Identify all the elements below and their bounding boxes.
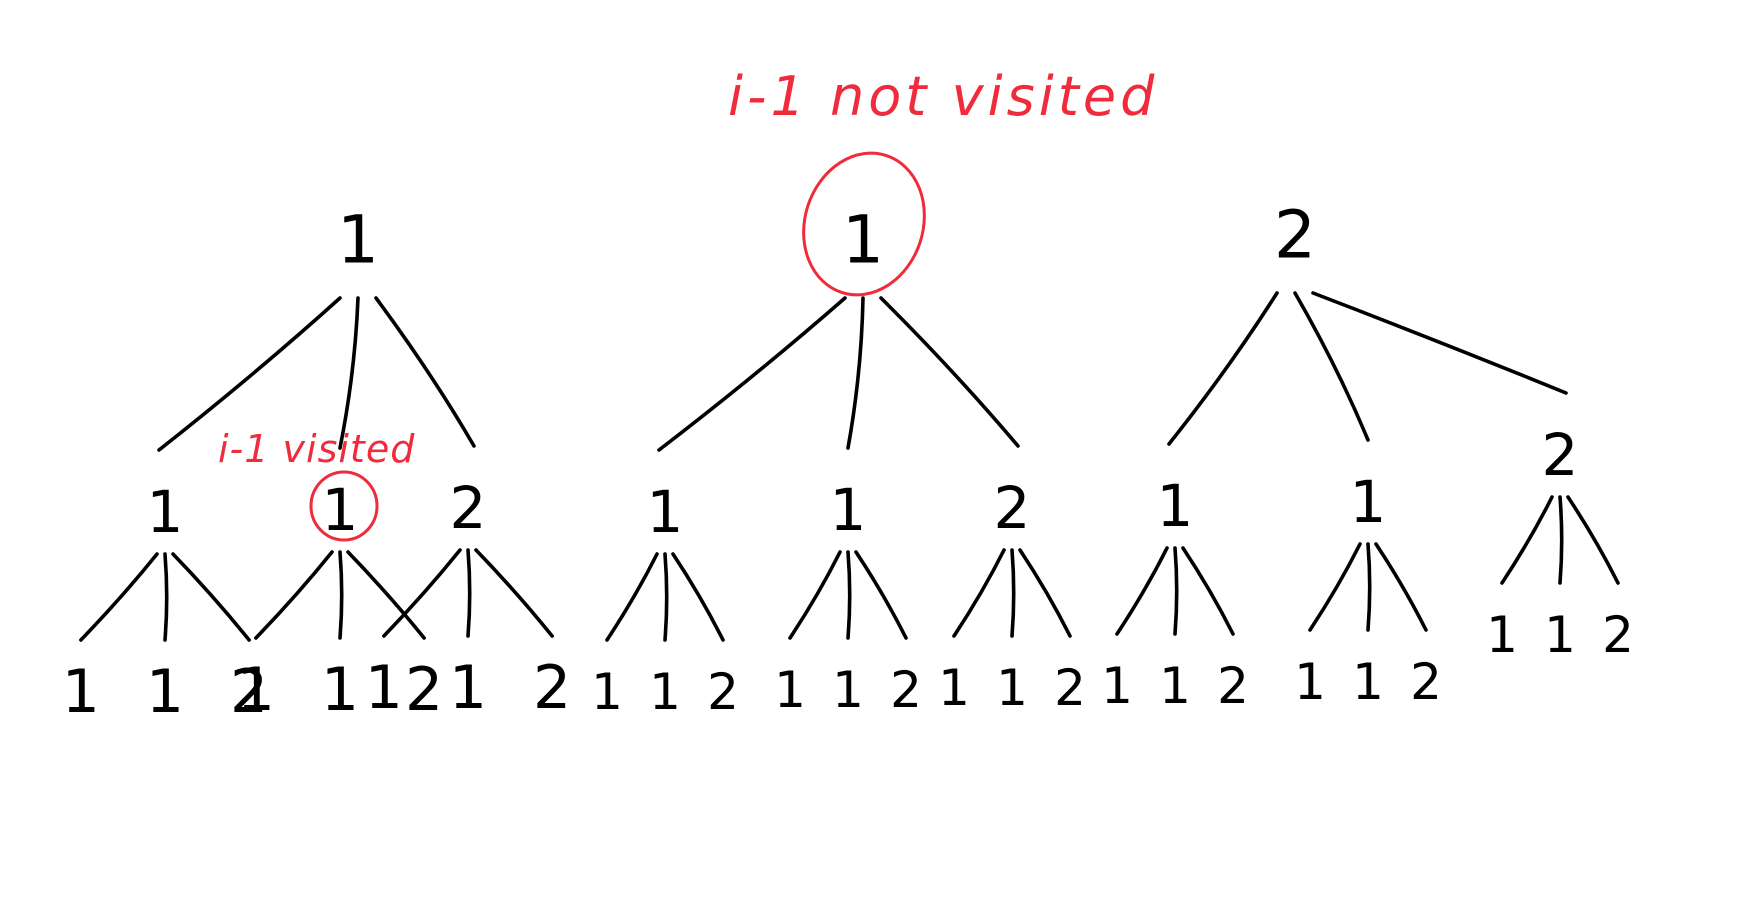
child-node-label: 2 [994, 474, 1031, 542]
leaf-node-label: 2 [1217, 657, 1249, 715]
edge-root-to-child [1311, 291, 1568, 395]
edge-child-to-leaf [171, 552, 251, 642]
child-node-label: 1 [1157, 472, 1194, 540]
child-node-label: 1 [830, 476, 867, 544]
leaf-node-label: 1 [649, 663, 681, 721]
tree-edges [79, 291, 1620, 642]
edge-child-to-leaf [1500, 495, 1554, 585]
edge-child-to-leaf [1558, 495, 1564, 585]
edge-child-to-leaf [1010, 548, 1016, 638]
leaf-node-label: 1 [321, 655, 359, 725]
leaf-node-label: 1 [774, 661, 806, 719]
leaf-node-label: 1 [1352, 653, 1384, 711]
root-node-label: 2 [1274, 197, 1316, 274]
leaf-node-label: 1 [1101, 657, 1133, 715]
child-node-label: 2 [450, 474, 487, 542]
edge-child-to-leaf [1566, 495, 1620, 585]
edge-child-to-leaf [79, 552, 159, 642]
leaf-node-label: 1 [365, 653, 403, 723]
leaf-node-label: 2 [1410, 653, 1442, 711]
annotation-not-visited: i-1 not visited [728, 65, 1158, 128]
edge-child-to-leaf [254, 550, 334, 640]
leaf-node-label: 2 [533, 653, 571, 723]
highlight-circle-child [309, 470, 379, 542]
edge-child-to-leaf [952, 548, 1006, 638]
leaf-node-label: 1 [1294, 653, 1326, 711]
edge-child-to-leaf [788, 550, 842, 640]
leaf-node-label: 1 [237, 655, 275, 725]
edge-child-to-leaf [846, 550, 852, 640]
edge-root-to-child [338, 296, 360, 450]
leaf-node-label: 1 [1159, 657, 1191, 715]
root-node-label: 1 [842, 202, 884, 279]
leaf-node-label: 2 [405, 655, 443, 725]
edge-child-to-leaf [1308, 542, 1362, 632]
leaf-node-label: 1 [449, 653, 487, 723]
edge-child-to-leaf [1374, 542, 1428, 632]
leaf-node-label: 1 [62, 657, 100, 727]
child-node-label: 2 [1542, 421, 1579, 489]
child-node-label: 1 [1350, 468, 1387, 536]
edge-child-to-leaf [1173, 546, 1179, 636]
edge-child-to-leaf [1366, 542, 1372, 632]
leaf-node-label: 1 [1544, 606, 1576, 664]
edge-child-to-leaf [1018, 548, 1072, 638]
edge-root-to-child [879, 296, 1020, 448]
child-node-label: 1 [647, 478, 684, 546]
root-node-label: 1 [337, 202, 379, 279]
leaf-node-label: 1 [938, 659, 970, 717]
edge-child-to-leaf [466, 548, 472, 638]
edge-child-to-leaf [671, 552, 725, 642]
leaf-node-label: 2 [230, 657, 268, 727]
edge-child-to-leaf [1115, 546, 1169, 636]
edge-child-to-leaf [605, 552, 659, 642]
edge-child-to-leaf [382, 548, 462, 638]
edge-root-to-child [157, 296, 342, 452]
leaf-node-label: 2 [1054, 659, 1086, 717]
edge-root-to-child [846, 296, 865, 450]
leaf-node-label: 1 [1486, 606, 1518, 664]
edge-child-to-leaf [1181, 546, 1235, 636]
leaf-node-label: 1 [832, 661, 864, 719]
edge-child-to-leaf [346, 550, 426, 640]
leaf-node-label: 2 [1602, 606, 1634, 664]
leaf-node-label: 2 [707, 663, 739, 721]
edge-child-to-leaf [474, 548, 554, 638]
edge-root-to-child [374, 296, 476, 448]
leaf-node-label: 2 [890, 661, 922, 719]
edge-child-to-leaf [663, 552, 669, 642]
edge-child-to-leaf [854, 550, 908, 640]
highlight-circle-root [802, 151, 926, 297]
edge-child-to-leaf [338, 550, 344, 640]
leaf-node-label: 1 [146, 657, 184, 727]
child-node-label: 1 [322, 476, 359, 544]
leaf-node-label: 1 [996, 659, 1028, 717]
annotation-visited: i-1 visited [218, 427, 415, 471]
edge-child-to-leaf [163, 552, 169, 642]
edge-root-to-child [1293, 291, 1370, 442]
edge-root-to-child [1167, 291, 1279, 446]
leaf-node-label: 1 [591, 663, 623, 721]
child-node-label: 1 [147, 478, 184, 546]
edge-root-to-child [657, 296, 847, 452]
